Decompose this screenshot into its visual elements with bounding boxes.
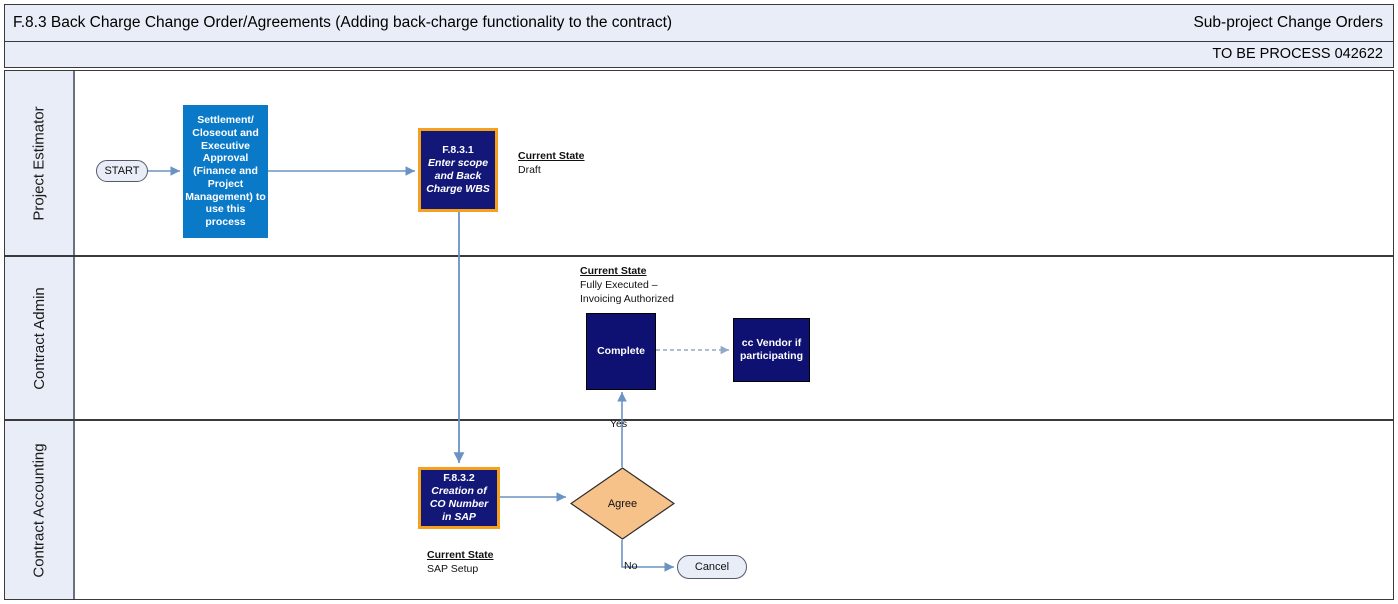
decision-agree-shape [570, 467, 675, 540]
swimlane-label-text: Project Estimator [30, 105, 48, 221]
start-terminator-label: START [104, 165, 140, 177]
swimlane-label-text: Contract Admin [30, 286, 48, 390]
edge-label-yes: Yes [610, 418, 628, 430]
process-complete-label: Complete [597, 344, 645, 357]
page-title: F.8.3 Back Charge Change Order/Agreement… [13, 14, 673, 31]
cancel-terminator-label: Cancel [694, 561, 730, 573]
annotation-f831-current-state-value: Draft [518, 163, 541, 176]
process-settlement-closeout-label: Settlement/ Closeout and Executive Appro… [185, 113, 266, 229]
annotation-complete-current-state-line1: Fully Executed – [580, 278, 658, 291]
process-version-label: TO BE PROCESS 042622 [1212, 46, 1383, 62]
process-f831-code: F.8.3.1 [442, 143, 474, 156]
swimlane-project-estimator: Project Estimator [5, 71, 1393, 257]
process-f832-create-co[interactable]: F.8.3.2 Creation of CO Number in SAP [418, 467, 500, 529]
swimlane-contract-admin: Contract Admin [5, 257, 1393, 421]
swimlane-label-contract-accounting: Contract Accounting [5, 421, 75, 599]
swimlane-label-text: Contract Accounting [30, 442, 48, 578]
subtitle-band: TO BE PROCESS 042622 [4, 42, 1394, 68]
swimlane-label-project-estimator: Project Estimator [5, 71, 75, 255]
annotation-f832-current-state-value: SAP Setup [427, 562, 479, 575]
decision-agree-label: Agree [607, 497, 638, 510]
process-f831-desc: Enter scope and Back Charge WBS [426, 156, 490, 196]
cancel-terminator[interactable]: Cancel [677, 555, 747, 579]
edge-label-no: No [624, 560, 638, 572]
process-f831-enter-scope[interactable]: F.8.3.1 Enter scope and Back Charge WBS [418, 128, 498, 212]
swimlane-grid: Project Estimator Contract Admin Contrac… [4, 70, 1394, 600]
process-cc-vendor-label: cc Vendor if participating [739, 336, 803, 362]
swimlane-label-contract-admin: Contract Admin [5, 257, 75, 419]
process-f832-desc: Creation of CO Number in SAP [429, 484, 489, 524]
process-cc-vendor[interactable]: cc Vendor if participating [733, 318, 810, 382]
title-band: F.8.3 Back Charge Change Order/Agreement… [4, 4, 1394, 42]
process-f832-code: F.8.3.2 [443, 471, 475, 484]
decision-agree[interactable]: Agree [570, 467, 675, 540]
process-complete[interactable]: Complete [586, 313, 656, 390]
annotation-f832-current-state-header: Current State [427, 549, 494, 561]
annotation-complete-current-state: Current State Fully Executed – Invoicing… [580, 265, 674, 307]
page-title-right: Sub-project Change Orders [1193, 14, 1383, 31]
annotation-complete-current-state-line2: Invoicing Authorized [580, 292, 674, 305]
annotation-complete-current-state-header: Current State [580, 265, 647, 277]
start-terminator[interactable]: START [96, 160, 148, 182]
annotation-f831-current-state-header: Current State [518, 150, 585, 162]
swimlane-body-project-estimator [75, 71, 1393, 255]
process-settlement-closeout[interactable]: Settlement/ Closeout and Executive Appro… [183, 105, 268, 238]
annotation-f832-current-state: Current State SAP Setup [427, 549, 494, 577]
annotation-f831-current-state: Current State Draft [518, 150, 585, 178]
